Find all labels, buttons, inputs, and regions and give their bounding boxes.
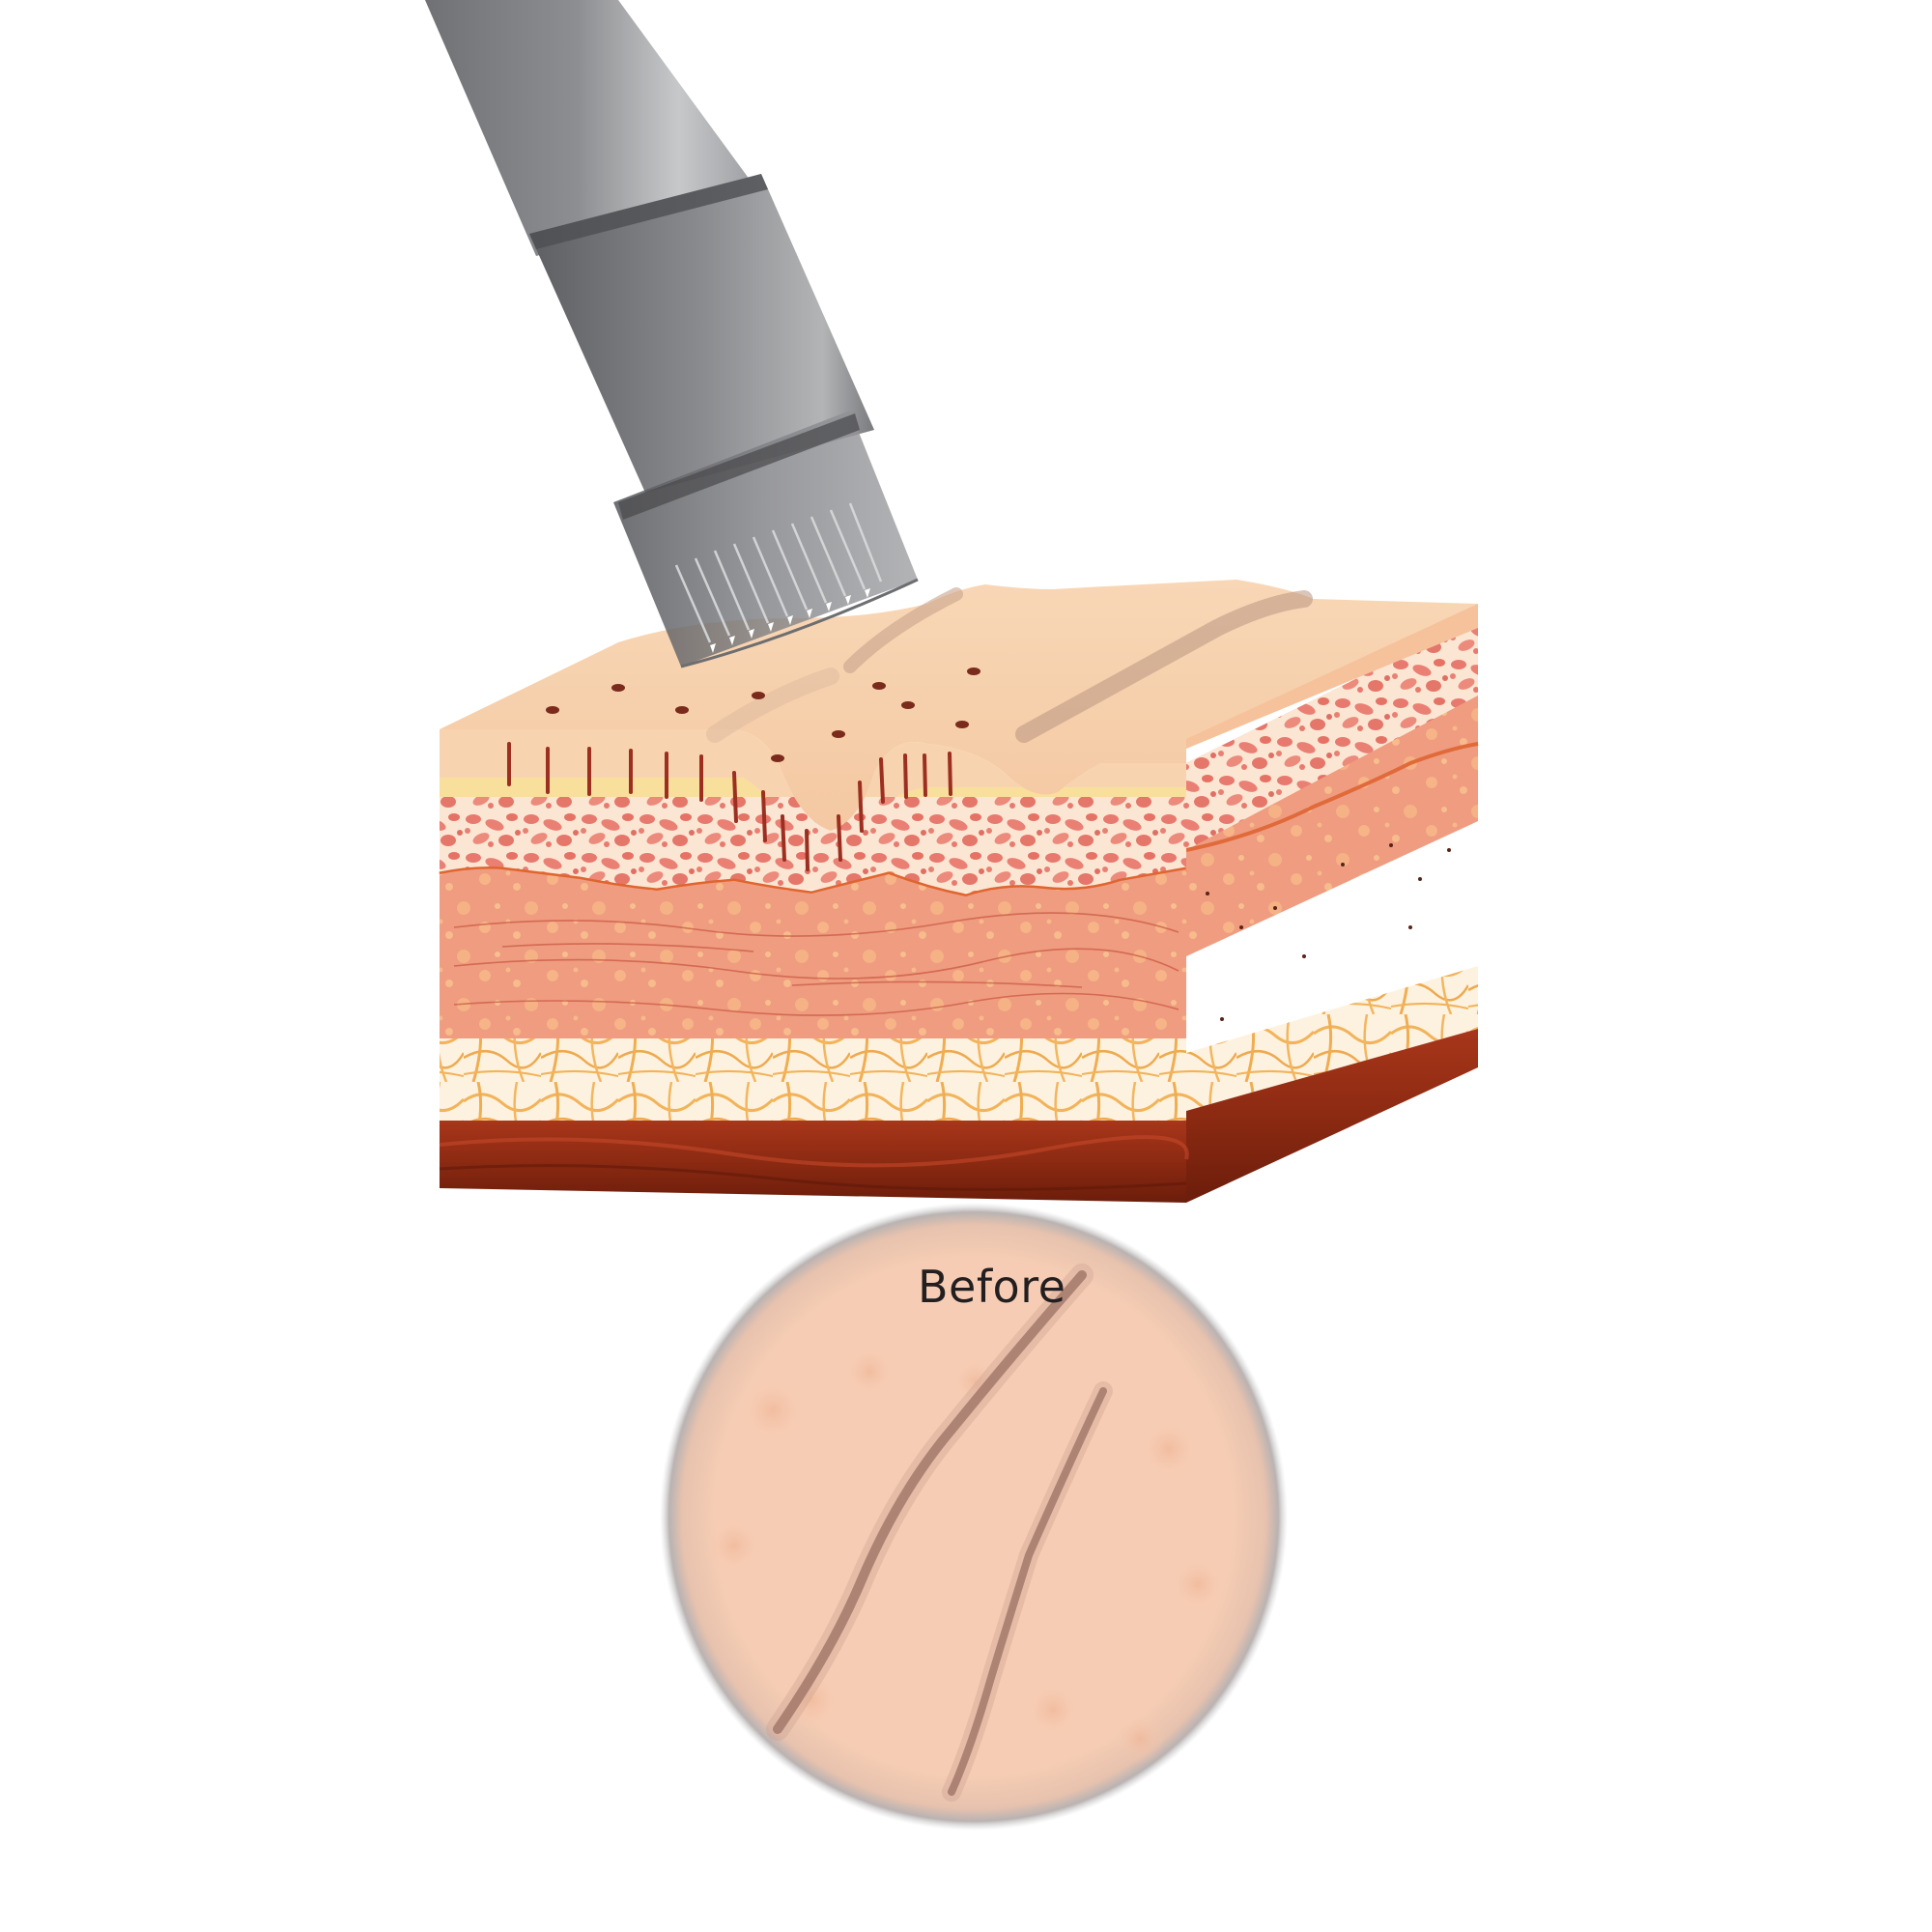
scar-groove-2: [1015, 590, 1313, 743]
puncture-marks: [546, 668, 980, 762]
scar-groove-1: [843, 587, 963, 673]
needle-tips: [710, 588, 870, 653]
skin-front-face: [439, 729, 1189, 1203]
skin-blotches: [705, 1345, 1227, 1764]
skin-cross-section: [439, 580, 1479, 1203]
skin-side-face: [1185, 604, 1479, 1203]
side-dots: [1206, 843, 1451, 1021]
needle-channels: [507, 742, 952, 871]
scar-line-right: [948, 1387, 1107, 1796]
before-label: Before: [918, 1261, 1066, 1313]
pen-barrel: [425, 0, 763, 256]
before-magnifier: [660, 1203, 1288, 1831]
microneedling-pen: [425, 0, 919, 668]
scar-line-left: [773, 1270, 1087, 1734]
pen-collar: [529, 174, 874, 493]
needle-cap: [613, 411, 919, 668]
